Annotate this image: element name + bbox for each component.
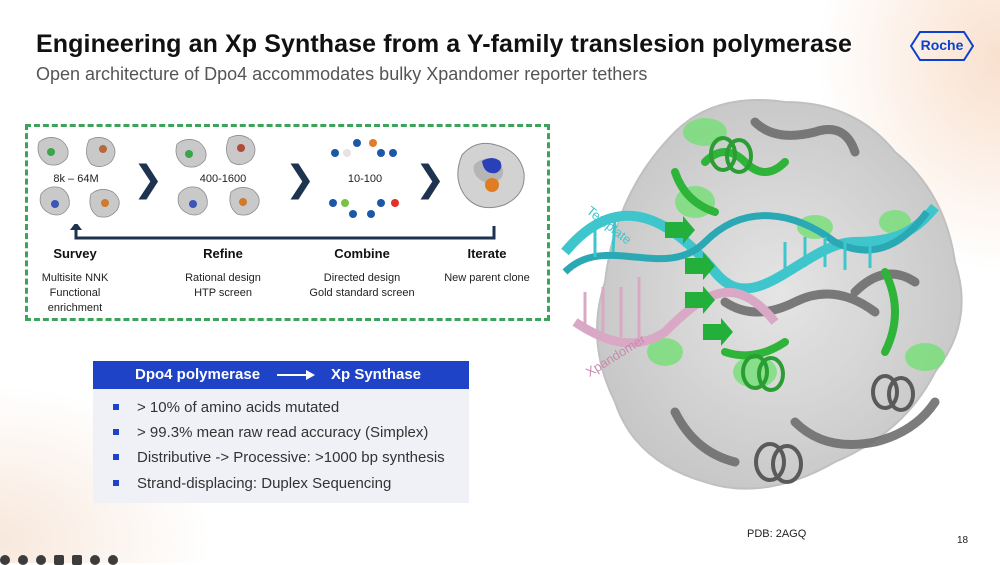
logo-text: Roche	[920, 37, 964, 53]
refine-count: 400-1600	[199, 173, 247, 185]
previous-icon[interactable]	[0, 555, 10, 565]
step-refine-title: Refine	[203, 246, 243, 261]
camera-icon[interactable]	[72, 555, 82, 565]
bullet-square-icon	[113, 404, 119, 410]
summary-from-label: Dpo4 polymerase	[135, 366, 261, 383]
combine-count: 10-100	[347, 173, 383, 185]
pdb-caption: PDB: 2AGQ	[747, 528, 807, 540]
step-combine-title: Combine	[334, 246, 390, 261]
captions-icon[interactable]	[54, 555, 64, 565]
chevron-right-icon: ❯	[415, 158, 446, 199]
bullet-square-icon	[113, 454, 119, 460]
summary-to-label: Xp Synthase	[331, 366, 422, 383]
summary-header: Dpo4 polymerase Xp Synthase	[93, 361, 469, 389]
refine-protein-thumbnails-icon	[175, 135, 260, 216]
bullet-square-icon	[113, 429, 119, 435]
protein-dna-structure-figure	[561, 99, 963, 490]
presentation-toolbar	[0, 552, 130, 565]
more-icon[interactable]	[90, 555, 100, 565]
step-survey-title: Survey	[53, 246, 97, 261]
survey-protein-thumbnails-icon	[37, 137, 120, 218]
step-refine-desc: Rational design HTP screen	[185, 272, 261, 299]
roche-logo-icon	[910, 31, 974, 61]
bullet-square-icon	[113, 480, 119, 486]
chevron-right-icon: ❯	[133, 158, 164, 199]
long-arrow-right-icon	[277, 370, 315, 380]
iteration-loop-arrow-icon	[70, 224, 496, 240]
next-icon[interactable]	[108, 555, 118, 565]
pen-icon[interactable]	[18, 555, 28, 565]
step-iterate-title: Iterate	[467, 246, 507, 261]
step-iterate-desc: New parent clone	[444, 272, 530, 284]
workflow-panel	[25, 124, 550, 321]
search-icon[interactable]	[36, 555, 46, 565]
step-combine-desc: Directed design Gold standard screen	[309, 272, 415, 299]
slide-subtitle: Open architecture of Dpo4 accommodates b…	[36, 64, 648, 84]
step-survey-desc: Multisite NNK Functional enrichment	[41, 272, 109, 314]
iterate-protein-structure-icon	[457, 142, 525, 209]
slide-title: Engineering an Xp Synthase from a Y-fami…	[36, 30, 853, 58]
combine-variant-dots-icon	[329, 139, 399, 218]
page-number: 18	[957, 535, 969, 546]
chevron-right-icon: ❯	[285, 158, 316, 199]
survey-count: 8k – 64M	[53, 173, 99, 185]
summary-bullets: > 10% of amino acids mutated > 99.3% mea…	[93, 389, 469, 503]
